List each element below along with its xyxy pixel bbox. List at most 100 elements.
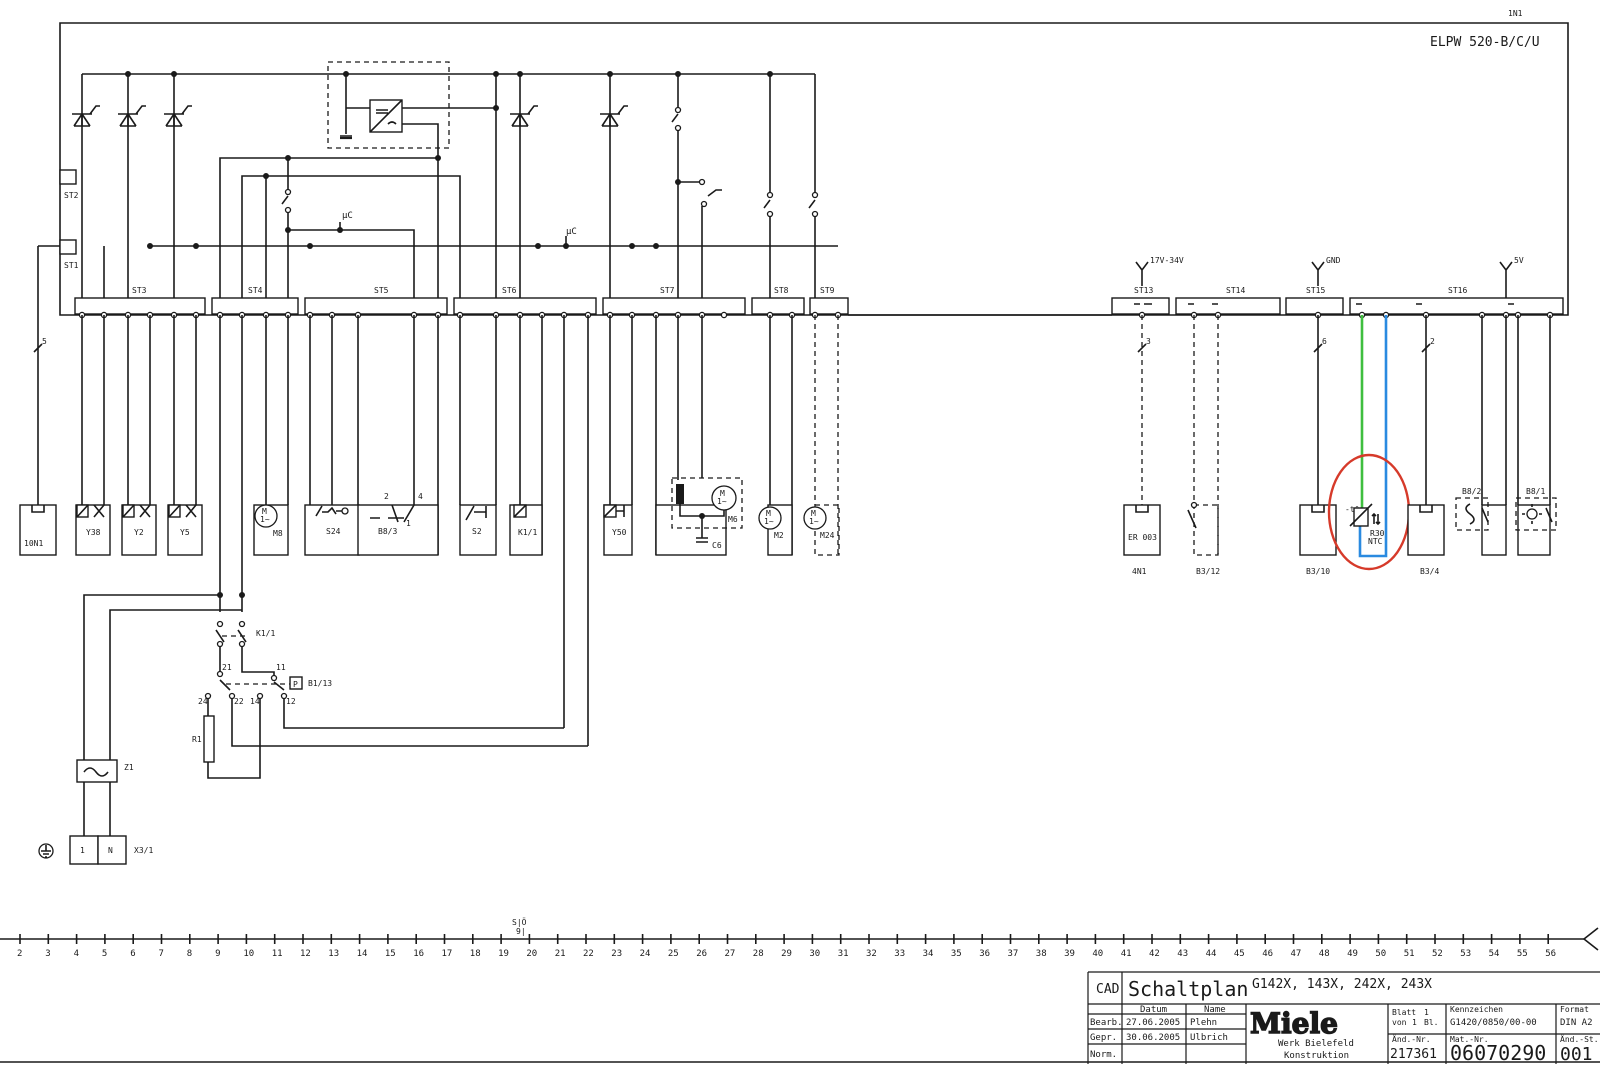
tb-aend-nr: 217361 bbox=[1390, 1047, 1437, 1062]
module-outline bbox=[59, 22, 1569, 316]
wire-number-5: 5 bbox=[42, 337, 47, 346]
tb-aend-nr-label: Änd.-Nr. bbox=[1392, 1034, 1431, 1044]
ruler-number: 41 bbox=[1121, 949, 1132, 959]
ruler-number: 53 bbox=[1460, 949, 1471, 959]
ground-icon bbox=[38, 843, 54, 859]
pressure-switch-p: P bbox=[293, 680, 298, 689]
label-4n1: 4N1 bbox=[1132, 567, 1147, 576]
label-y5: Y5 bbox=[180, 528, 190, 537]
ruler-marker-top: S|Ö bbox=[512, 917, 527, 927]
st2-label: ST2 bbox=[64, 191, 79, 200]
label-m24: M24 bbox=[820, 531, 835, 540]
tb-format: DIN A2 bbox=[1560, 1018, 1593, 1028]
label-ntc: NTC bbox=[1368, 537, 1383, 546]
supply-gnd: GND bbox=[1326, 256, 1341, 265]
label-b1-13: B1/13 bbox=[308, 679, 332, 688]
st4-label: ST4 bbox=[248, 286, 263, 295]
ruler-number: 17 bbox=[442, 949, 453, 959]
tb-blatt-label: Blatt bbox=[1392, 1008, 1416, 1017]
ruler-number: 54 bbox=[1489, 949, 1500, 959]
svg-text:M: M bbox=[720, 489, 725, 498]
label-y50: Y50 bbox=[612, 528, 627, 537]
label-m6: M6 bbox=[728, 515, 738, 524]
svg-text:1~: 1~ bbox=[809, 517, 819, 526]
ruler-number: 29 bbox=[781, 949, 792, 959]
ruler-number: 19 bbox=[498, 949, 509, 959]
st7-wiring bbox=[671, 74, 819, 310]
st5-label: ST5 bbox=[374, 286, 389, 295]
ruler-number: 24 bbox=[640, 949, 651, 959]
resistor-r1 bbox=[203, 715, 215, 763]
tb-format-label: Format bbox=[1560, 1005, 1589, 1014]
ruler-number: 18 bbox=[470, 949, 481, 959]
filter-z1 bbox=[76, 759, 118, 783]
wire-blue-ntc bbox=[1358, 315, 1388, 558]
ruler-number: 33 bbox=[894, 949, 905, 959]
tb-aend-st: 001 bbox=[1560, 1044, 1593, 1064]
label-m8: M8 bbox=[273, 529, 283, 538]
st9-label: ST9 bbox=[820, 286, 835, 295]
tb-models: G142X, 143X, 242X, 243X bbox=[1252, 977, 1432, 992]
ruler-number: 13 bbox=[328, 949, 339, 959]
component-wires-left bbox=[81, 315, 839, 746]
mu-c-label-2: μC bbox=[566, 227, 577, 237]
ruler-number: 20 bbox=[526, 949, 537, 959]
ruler-number: 48 bbox=[1319, 949, 1330, 959]
k1-terminal-14: 14 bbox=[250, 697, 260, 706]
ruler-number: 43 bbox=[1177, 949, 1188, 959]
ruler-number: 3 bbox=[45, 949, 50, 959]
svg-text:1~: 1~ bbox=[764, 517, 774, 526]
b8-3-terminal-1: 1 bbox=[406, 519, 411, 528]
tb-row-bearb: Bearb. bbox=[1090, 1018, 1123, 1028]
label-s2: S2 bbox=[472, 527, 482, 536]
tb-kennzeichen-label: Kennzeichen bbox=[1450, 1005, 1503, 1014]
component-r30-ntc: -t° R30 NTC bbox=[1345, 503, 1385, 546]
tb-bearb-date: 27.06.2005 bbox=[1126, 1018, 1180, 1028]
label-r30: R30 bbox=[1370, 529, 1385, 538]
ruler-number: 49 bbox=[1347, 949, 1358, 959]
component-b3-12 bbox=[1193, 504, 1219, 556]
tb-von-val: 1 bbox=[1412, 1018, 1417, 1027]
ruler-number: 8 bbox=[187, 949, 192, 959]
svg-text:1~: 1~ bbox=[717, 497, 727, 506]
label-b8-2: B8/2 bbox=[1462, 487, 1481, 496]
ruler-number: 50 bbox=[1375, 949, 1386, 959]
ruler-number: 52 bbox=[1432, 949, 1443, 959]
ruler-number: 21 bbox=[555, 949, 566, 959]
k1-terminal-12: 12 bbox=[286, 697, 296, 706]
svg-text:M: M bbox=[262, 507, 267, 516]
st2-connector bbox=[59, 169, 77, 185]
tb-bearb-name: Plehn bbox=[1190, 1018, 1217, 1028]
supply-5v: 5V bbox=[1514, 256, 1524, 265]
ruler-number: 47 bbox=[1291, 949, 1302, 959]
ruler-number: 37 bbox=[1008, 949, 1019, 959]
tb-blatt-val: 1 bbox=[1424, 1008, 1429, 1017]
module-name: ELPW 520-B/C/U bbox=[1430, 35, 1540, 50]
ruler-number: 39 bbox=[1064, 949, 1075, 959]
side-connectors: ST2 ST1 5 bbox=[33, 169, 105, 505]
mains-section: K1/1 P B1/13 21 24 22 11 14 12 R1 Z1 1 N… bbox=[38, 315, 588, 865]
highlight-circle-r30 bbox=[1327, 453, 1411, 571]
tb-col-datum: Datum bbox=[1140, 1005, 1167, 1015]
ruler-number: 4 bbox=[74, 949, 79, 959]
supply-17v-34v: 17V-34V bbox=[1150, 256, 1184, 265]
svg-text:M: M bbox=[811, 509, 816, 518]
tb-kennzeichen: G1420/0850/00-00 bbox=[1450, 1018, 1537, 1028]
label-k1-1-coil: K1/1 bbox=[518, 528, 537, 537]
tb-mat-nr: 06070290 bbox=[1450, 1041, 1546, 1064]
st16-label: ST16 bbox=[1448, 286, 1467, 295]
label-x3-1-n: N bbox=[108, 846, 113, 855]
ruler-number: 36 bbox=[979, 949, 990, 959]
ruler-number: 28 bbox=[753, 949, 764, 959]
k1-terminal-11: 11 bbox=[276, 663, 286, 672]
st13-label: ST13 bbox=[1134, 286, 1153, 295]
st1-connector bbox=[59, 239, 77, 255]
label-k1-1-contact: K1/1 bbox=[256, 629, 275, 638]
ruler-number: 51 bbox=[1404, 949, 1415, 959]
k1-terminal-24: 24 bbox=[198, 697, 208, 706]
k1-terminal-21: 21 bbox=[222, 663, 232, 672]
svg-text:1~: 1~ bbox=[260, 515, 270, 524]
label-10n1: 10N1 bbox=[24, 539, 43, 548]
tb-gepr-date: 30.06.2005 bbox=[1126, 1033, 1180, 1043]
